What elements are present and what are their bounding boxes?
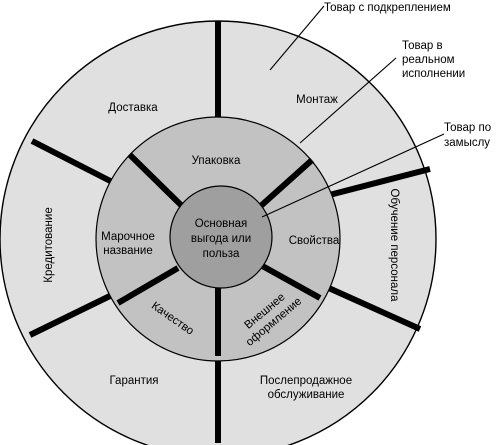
installation-label: Монтаж	[296, 94, 338, 106]
divider-lower-right	[320, 282, 422, 332]
warranty-label: Гарантия	[109, 375, 158, 387]
actual-callout-line1: Товар в	[402, 40, 443, 52]
actual-callout-line3: исполнении	[402, 68, 465, 80]
augmented-callout: Товар с подкреплением	[324, 2, 451, 14]
properties-label: Свойства	[289, 235, 340, 247]
divider-middle-upper-right	[251, 157, 315, 215]
packaging-label: Упаковка	[192, 155, 241, 167]
divider-middle-lower-left	[116, 265, 180, 306]
training-label: Обучение персонала	[388, 189, 400, 303]
brand-label-line2: название	[103, 245, 152, 257]
core-label-line3: польза	[203, 248, 240, 260]
credit-label: Кредитование	[43, 207, 55, 282]
brand-label-line1: Марочное	[101, 231, 155, 243]
actual-leader	[299, 57, 397, 144]
actual-callout-line2: реальном	[402, 54, 455, 66]
core-label: Основная выгода или польза	[191, 218, 251, 260]
augmented-leader	[269, 5, 325, 71]
after-sales-label-line1: Послепродажное	[260, 375, 352, 387]
after-sales-label-line2: обслуживание	[268, 389, 345, 401]
delivery-label: Доставка	[108, 102, 158, 114]
callout-leaders	[261, 5, 445, 218]
divider-middle-lower-right	[255, 260, 322, 301]
core-label-line1: Основная	[195, 218, 248, 230]
actual-ring-dividers	[116, 152, 322, 356]
divider-lower-left	[28, 291, 116, 338]
core-label-line2: выгода или	[191, 233, 251, 245]
concept-callout-line1: Товар по	[444, 122, 491, 134]
concept-leader	[261, 133, 445, 218]
core-product-circle	[169, 185, 273, 289]
divider-middle-upper-left	[127, 152, 186, 210]
concept-callout-line2: замыслу	[444, 137, 490, 149]
